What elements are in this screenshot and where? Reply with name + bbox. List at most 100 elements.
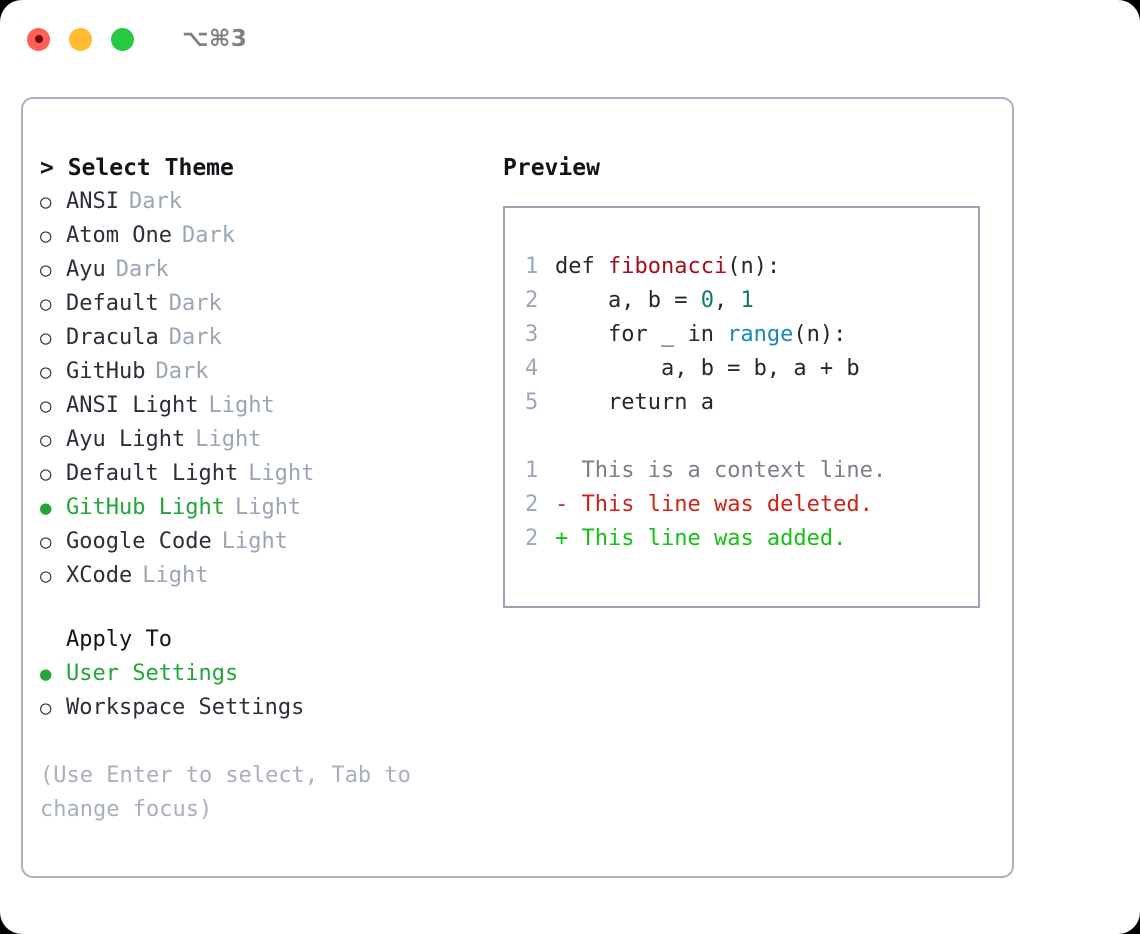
code-line: 3 for _ in range(n): [525, 318, 978, 352]
spacer [40, 593, 503, 623]
close-button[interactable] [27, 27, 50, 51]
code-line: 1 def fibonacci(n): [525, 250, 978, 284]
code-token: a, b = b, a + b [555, 356, 860, 381]
page-title: > Select Theme [40, 155, 234, 181]
keyboard-shortcut-label: ⌥⌘3 [182, 26, 248, 52]
diff-text: This line was added. [581, 526, 847, 551]
radio-unselected-icon: ○ [40, 327, 52, 349]
code-token: 1 [740, 288, 754, 313]
apply-to-option-workspace-settings[interactable]: ○ Workspace Settings [40, 691, 503, 725]
code-line: 5 return a [525, 386, 978, 420]
diff-marker: - [555, 492, 582, 517]
code-token: 0 [700, 288, 714, 313]
theme-option-label: Ayu [66, 257, 106, 282]
radio-selected-icon: ● [40, 663, 52, 685]
radio-unselected-icon: ○ [40, 225, 52, 247]
theme-option-ayu-light[interactable]: ○ Ayu Light Light [40, 423, 503, 457]
radio-unselected-icon: ○ [40, 429, 52, 451]
code-token: fibonacci [607, 254, 728, 279]
line-number: 1 [525, 254, 539, 279]
radio-unselected-icon: ○ [40, 531, 52, 553]
diff-text: This is a context line. [581, 458, 887, 483]
preview-title: Preview [503, 155, 600, 181]
theme-variant-badge: Dark [168, 291, 222, 316]
radio-unselected-icon: ○ [40, 395, 52, 417]
radio-unselected-icon: ○ [40, 191, 52, 213]
line-number: 2 [525, 526, 539, 551]
code-gap [525, 420, 978, 454]
theme-variant-badge: Dark [181, 223, 235, 248]
diff-marker: + [555, 526, 582, 551]
theme-option-label: Default Light [66, 461, 239, 486]
theme-option-ansi[interactable]: ○ ANSI Dark [40, 185, 503, 219]
theme-variant-badge: Light [142, 563, 209, 588]
theme-option-label: Atom One [66, 223, 172, 248]
diff-line: 1 This is a context line. [525, 454, 978, 488]
radio-unselected-icon: ○ [40, 361, 52, 383]
theme-variant-badge: Light [221, 529, 288, 554]
line-number: 3 [525, 322, 539, 347]
line-number: 4 [525, 356, 539, 381]
theme-variant-badge: Dark [168, 325, 222, 350]
code-token: a, b = [555, 288, 701, 313]
titlebar: ⌥⌘3 [0, 0, 1140, 78]
theme-option-label: XCode [66, 563, 133, 588]
code-token: (n): [793, 322, 847, 347]
diff-line: 2 + This line was added. [525, 522, 978, 556]
diff-text: This line was deleted. [581, 492, 873, 517]
theme-variant-badge: Dark [128, 189, 182, 214]
theme-variant-badge: Light [234, 495, 302, 520]
theme-option-ayu[interactable]: ○ Ayu Dark [40, 253, 503, 287]
window-controls [27, 27, 134, 51]
theme-option-google-code[interactable]: ○ Google Code Light [40, 525, 503, 559]
theme-variant-badge: Dark [155, 359, 209, 384]
theme-variant-badge: Light [208, 393, 275, 418]
code-token: (n): [727, 254, 781, 279]
diff-line: 2- This line was deleted. [525, 488, 978, 522]
line-number: 1 [525, 458, 539, 483]
theme-option-label: Default [66, 291, 159, 316]
theme-option-label: Dracula [66, 325, 159, 350]
theme-option-dracula[interactable]: ○ Dracula Dark [40, 321, 503, 355]
maximize-button[interactable] [111, 27, 134, 51]
radio-unselected-icon: ○ [40, 259, 52, 281]
radio-unselected-icon: ○ [40, 565, 52, 587]
theme-option-default[interactable]: ○ Default Dark [40, 287, 503, 321]
theme-option-atom-one[interactable]: ○ Atom One Dark [40, 219, 503, 253]
theme-variant-badge: Dark [115, 257, 169, 282]
line-number: 2 [525, 492, 539, 517]
theme-option-label: GitHub Light [66, 495, 225, 520]
theme-option-xcode[interactable]: ○ XCode Light [40, 559, 503, 593]
line-number: 2 [525, 288, 539, 313]
theme-option-label: Ayu Light [66, 427, 186, 452]
theme-option-label: Google Code [66, 529, 212, 554]
apply-to-option-user-settings[interactable]: ●User Settings [40, 657, 503, 691]
theme-option-label: GitHub [66, 359, 146, 384]
apply-to-list: ●User Settings ○ Workspace Settings [40, 657, 503, 725]
code-token: def [555, 254, 608, 279]
theme-option-label: ANSI [66, 189, 119, 214]
code-token: return a [555, 390, 714, 415]
code-token: for _ in [555, 322, 728, 347]
radio-unselected-icon: ○ [40, 463, 52, 485]
keyboard-hint: (Use Enter to select, Tab to change focu… [40, 763, 425, 822]
code-line: 4 a, b = b, a + b [525, 352, 978, 386]
minimize-button[interactable] [69, 27, 92, 51]
apply-to-option-label: Workspace Settings [66, 695, 305, 720]
radio-unselected-icon: ○ [40, 697, 52, 719]
radio-unselected-icon: ○ [40, 293, 52, 315]
line-number: 5 [525, 390, 539, 415]
code-line: 2 a, b = 0, 1 [525, 284, 978, 318]
theme-option-github[interactable]: ○ GitHub Dark [40, 355, 503, 389]
theme-variant-badge: Light [195, 427, 262, 452]
